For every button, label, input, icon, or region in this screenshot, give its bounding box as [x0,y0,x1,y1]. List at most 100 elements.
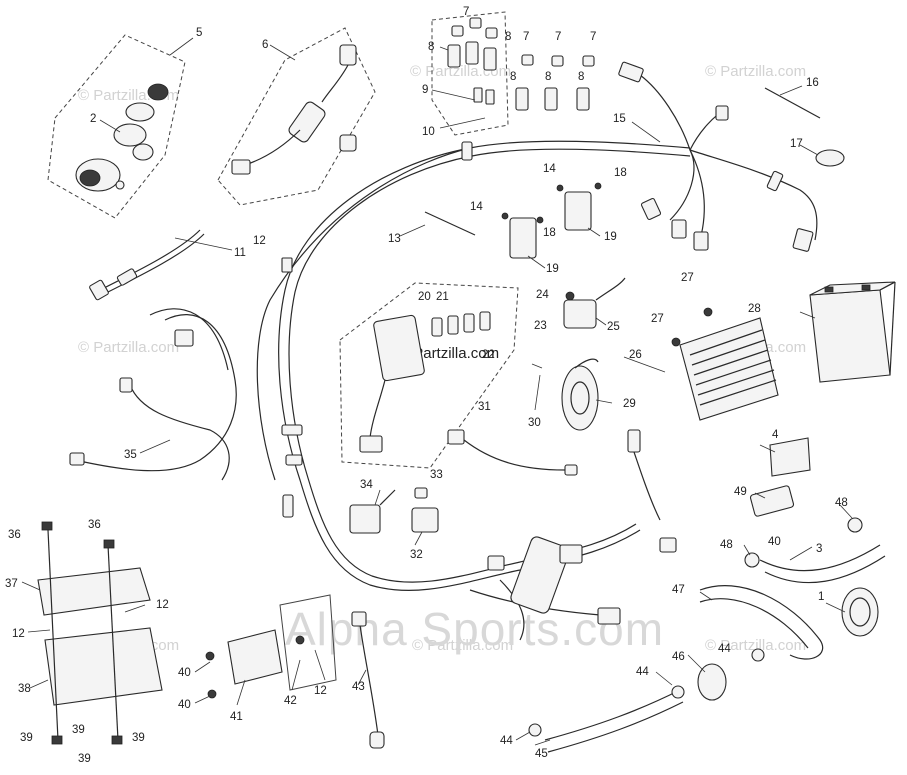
callout-44: 44 [500,735,513,747]
callout-48: 48 [835,497,848,509]
callout-7: 7 [463,6,469,18]
callout-23: 23 [534,320,547,332]
part-clamp-48[interactable] [744,517,863,568]
callout-28: 28 [748,303,761,315]
callout-47: 47 [672,584,685,596]
callout-7: 7 [590,31,596,43]
callout-12: 12 [156,599,169,611]
part-fuse-box[interactable] [339,282,519,469]
part-relay-32[interactable] [411,487,439,533]
callout-46: 46 [672,651,685,663]
callout-41: 41 [230,711,243,723]
callout-39: 39 [132,732,145,744]
part-sensor-49[interactable] [749,485,795,517]
callout-13: 13 [388,233,401,245]
callout-12: 12 [253,235,266,247]
watermark: © Partzilla.com [78,339,179,356]
part-battery[interactable] [809,281,896,383]
part-clamp-44[interactable] [528,648,765,737]
callout-16: 16 [806,77,819,89]
part-main-switch[interactable] [217,27,376,206]
part-wire-31[interactable] [447,429,578,476]
callout-22: 22 [482,349,495,361]
part-valve-46[interactable] [697,663,727,701]
callout-21: 21 [436,291,449,303]
part-cdi-module[interactable] [205,594,337,699]
callout-20: 20 [418,291,431,303]
callout-29: 29 [623,398,636,410]
callout-6: 6 [262,39,268,51]
callout-25: 25 [607,321,620,333]
part-bracket-4[interactable] [769,437,811,477]
callout-10: 10 [422,126,435,138]
callout-18: 18 [543,227,556,239]
callout-1: 1 [818,591,824,603]
callout-34: 34 [360,479,373,491]
callout-30: 30 [528,417,541,429]
callout-49: 49 [734,486,747,498]
watermark: © Partzilla.com [705,63,806,80]
callout-5: 5 [196,27,202,39]
callout-19: 19 [604,231,617,243]
callout-44: 44 [718,643,731,655]
callout-17: 17 [790,138,803,150]
callout-27: 27 [681,272,694,284]
callout-8: 8 [505,31,511,43]
part-relay-block[interactable] [431,11,595,136]
callout-15: 15 [613,113,626,125]
part-cable-43[interactable] [351,611,385,749]
callout-8: 8 [545,71,551,83]
callout-35: 35 [124,449,137,461]
part-starter-relay[interactable] [563,277,626,329]
part-relay-19b[interactable] [556,182,602,231]
callout-39: 39 [20,732,33,744]
callout-38: 38 [18,683,31,695]
callout-9: 9 [422,84,428,96]
callout-8: 8 [428,41,434,53]
part-hose-45[interactable] [544,689,684,753]
callout-31: 31 [478,401,491,413]
callout-3: 3 [816,543,822,555]
callout-7: 7 [555,31,561,43]
callout-8: 8 [510,71,516,83]
callout-32: 32 [410,549,423,561]
part-wire-13[interactable] [424,211,476,236]
part-sub-harness-35[interactable] [69,308,237,481]
part-bolt-12[interactable] [281,257,293,273]
watermarks: © Partzilla.com © Partzilla.com © Partzi… [78,63,806,655]
callout-36: 36 [88,519,101,531]
callout-19: 19 [546,263,559,275]
part-ecu-bracket[interactable] [37,521,163,745]
part-speed-sensor-cable[interactable] [89,229,205,301]
callout-12: 12 [12,628,25,640]
callout-12: 12 [314,685,327,697]
callout-33: 33 [430,469,443,481]
part-hose-3[interactable] [759,544,886,584]
callout-45: 45 [535,748,548,760]
part-relay-34[interactable] [349,489,396,534]
callout-48: 48 [720,539,733,551]
callout-8: 8 [578,71,584,83]
part-ignition-switch[interactable] [47,34,186,219]
callout-7: 7 [523,31,529,43]
callout-36: 36 [8,529,21,541]
callout-18: 18 [614,167,627,179]
callout-42: 42 [284,695,297,707]
callout-43: 43 [352,681,365,693]
part-horn[interactable] [561,358,599,431]
callout-4: 4 [772,429,779,441]
part-regulator-rectifier[interactable] [671,307,779,421]
callout-2: 2 [90,113,96,125]
part-hose-47[interactable] [699,585,824,660]
watermark: © Partzilla.com [412,637,513,654]
callout-24: 24 [536,289,549,301]
part-clamp-1[interactable] [841,587,879,637]
part-relay-19a[interactable] [501,212,544,259]
part-wire-16[interactable] [764,87,821,119]
callout-39: 39 [78,753,91,765]
callout-39: 39 [72,724,85,736]
callout-40: 40 [768,536,781,548]
main-wire-harness[interactable] [256,61,818,641]
part-clamp-17[interactable] [815,149,845,167]
